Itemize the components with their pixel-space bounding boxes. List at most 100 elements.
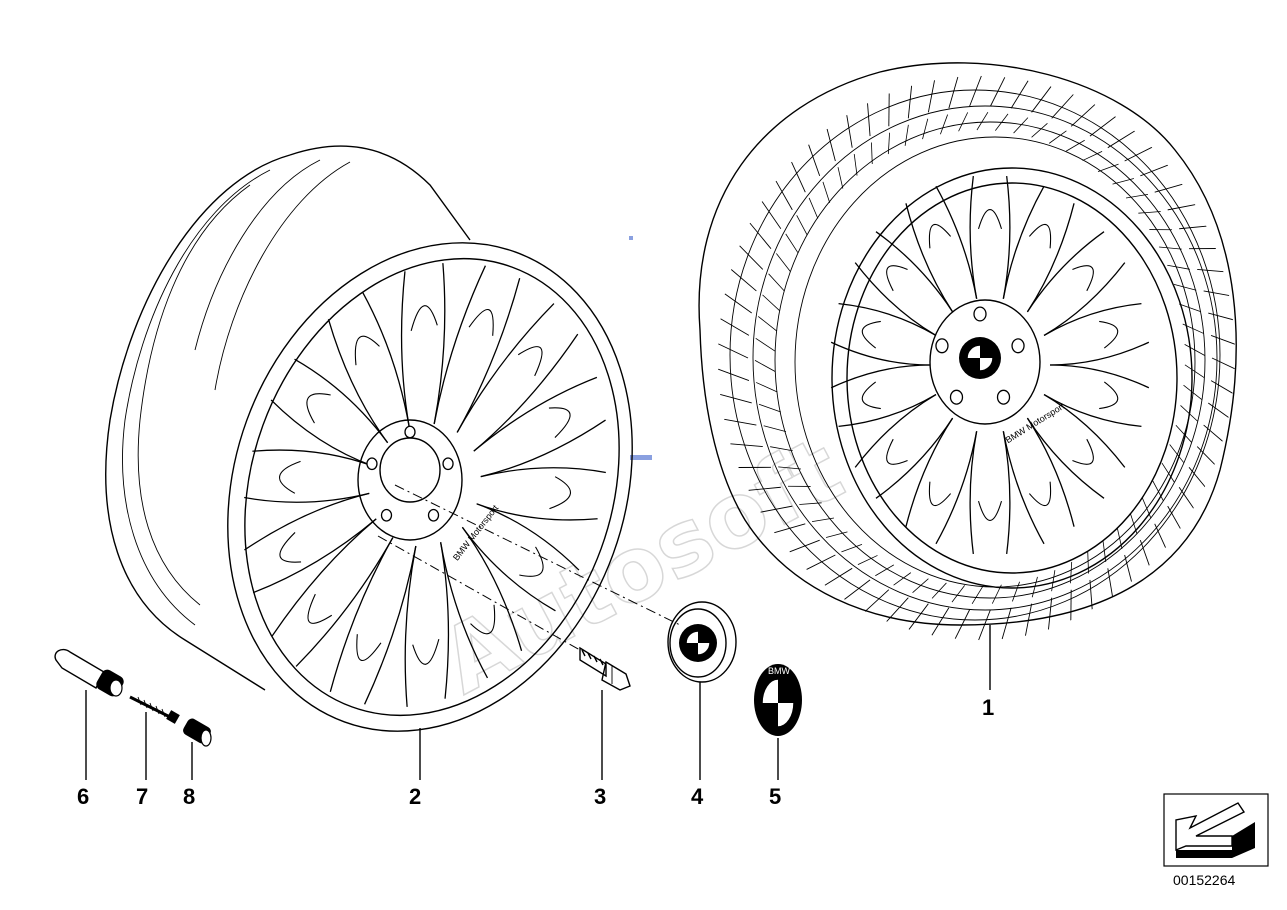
- wheel-spokes: [830, 175, 1150, 555]
- spoke-window: [306, 393, 331, 424]
- valve-insert: [129, 695, 180, 724]
- tread-groove: [886, 597, 909, 622]
- tread-sipe: [904, 124, 909, 146]
- spoke-edge: [476, 503, 580, 571]
- tread-groove: [774, 523, 806, 534]
- tread-groove: [931, 607, 950, 636]
- emblem: BMW: [754, 664, 802, 736]
- spoke-window: [1099, 320, 1119, 349]
- emblem-text: BMW: [768, 666, 791, 676]
- tire-outline: [698, 62, 1237, 626]
- reference-number: 00152264: [1173, 872, 1236, 888]
- spoke-edge: [905, 417, 954, 527]
- spoke-edge: [440, 542, 450, 699]
- hub-cap: [667, 601, 737, 683]
- tread-groove: [791, 161, 806, 193]
- callout-7: 7: [136, 784, 148, 809]
- spoke-edge: [433, 265, 487, 425]
- tread-sipe: [995, 113, 1009, 131]
- tread-sipe: [841, 544, 863, 553]
- spoke-edge: [480, 467, 606, 478]
- tread-sipe: [778, 466, 801, 470]
- spoke-window: [468, 308, 494, 336]
- tread-groove: [1107, 568, 1114, 601]
- tread-sipe: [853, 153, 858, 176]
- tread-sipe: [757, 316, 777, 332]
- spoke-edge: [1049, 364, 1150, 389]
- tread-sipe: [1184, 364, 1205, 378]
- tread-groove: [1107, 130, 1136, 149]
- tread-sipe: [1031, 576, 1038, 598]
- spoke-window: [1099, 381, 1119, 410]
- tread-groove: [748, 486, 781, 491]
- tread-sipe: [871, 142, 873, 165]
- rim-barrel-outline: [105, 154, 291, 691]
- rim-face-outer: [227, 242, 633, 732]
- tread-groove: [1025, 603, 1033, 636]
- callout-2: 2: [409, 784, 421, 809]
- bolt-hole: [366, 457, 378, 471]
- bolt-hole: [973, 306, 987, 322]
- tread-sipe: [1175, 424, 1192, 443]
- tread-groove: [1070, 104, 1096, 127]
- tread-sipe: [1112, 178, 1134, 185]
- tread-groove: [1124, 146, 1154, 162]
- bolt-hole: [427, 508, 440, 522]
- tread-groove: [720, 318, 750, 336]
- tread-sipe: [808, 197, 819, 219]
- tread-sipe: [785, 233, 799, 254]
- spoke-window: [354, 335, 380, 366]
- tread-sipe: [1051, 570, 1056, 592]
- tread-sipe: [887, 132, 890, 155]
- tread-sipe: [770, 446, 793, 452]
- tread-groove: [1124, 554, 1134, 588]
- tread-groove: [718, 368, 750, 382]
- tread-sipe: [912, 578, 929, 593]
- tread-sipe: [1159, 246, 1182, 250]
- tread-groove: [1210, 334, 1235, 348]
- spoke-edge: [400, 271, 410, 428]
- tread-groove: [864, 589, 890, 612]
- tread-groove: [730, 269, 757, 292]
- tread-sipe: [1012, 581, 1020, 602]
- spoke-edge: [1026, 203, 1075, 313]
- bolt-hole: [996, 389, 1011, 405]
- tread-groove: [720, 393, 752, 404]
- tread-groove: [724, 418, 757, 426]
- tread-sipe: [1065, 139, 1085, 152]
- tread-groove: [730, 443, 763, 447]
- callout-5: 5: [769, 784, 781, 809]
- spoke-window: [279, 460, 301, 494]
- tread-sipe: [976, 111, 989, 131]
- tread-sipe: [822, 181, 831, 204]
- spoke-edge: [830, 341, 931, 366]
- spoke-edge: [1002, 185, 1045, 299]
- rim-brand-text: BMW Motorsport: [451, 503, 501, 563]
- tread-groove: [739, 245, 764, 270]
- cap-axis-line: [394, 484, 681, 626]
- rim-barrel-ring-b: [137, 184, 251, 606]
- spoke-edge: [1026, 417, 1105, 499]
- tread-groove: [954, 609, 970, 639]
- tread-sipe: [951, 585, 965, 603]
- rim-lip: [846, 182, 1178, 574]
- spoke-window: [279, 532, 302, 563]
- tread-groove: [1047, 597, 1053, 631]
- spoke-edge: [329, 537, 394, 693]
- tread-sipe: [776, 253, 791, 272]
- spoke-window: [548, 407, 571, 438]
- tread-sipe: [837, 167, 844, 189]
- tread-sipe: [799, 502, 822, 505]
- rim-barrel-ring-d: [214, 161, 351, 391]
- tread-groove: [775, 180, 793, 211]
- spoke-window: [356, 634, 382, 662]
- tread-sipe: [763, 425, 787, 433]
- spoke-edge: [1026, 231, 1105, 313]
- tread-groove: [867, 103, 871, 137]
- wheel-bolt: [579, 646, 631, 691]
- spoke-edge: [252, 518, 377, 594]
- tread-groove: [907, 85, 913, 119]
- tread-groove: [1089, 116, 1116, 137]
- tread-sipe: [1082, 151, 1103, 161]
